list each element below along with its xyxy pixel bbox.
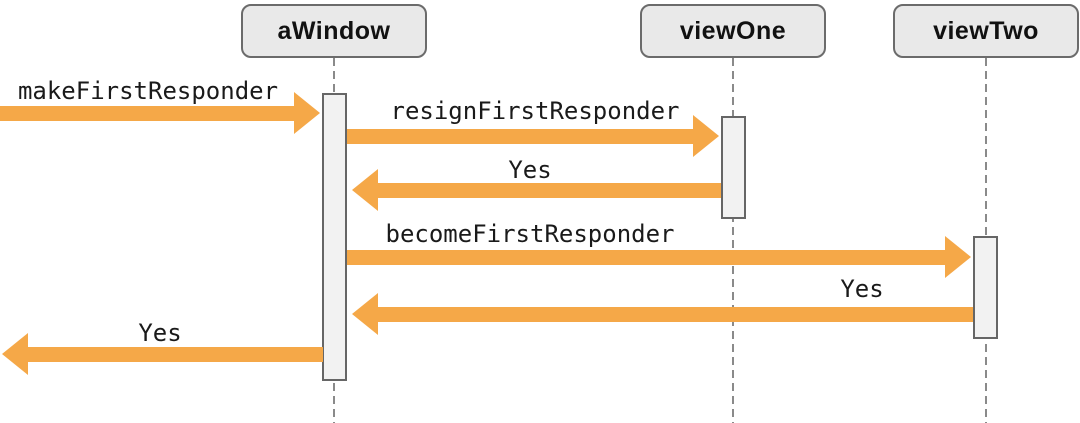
arrowhead-left-icon [2, 333, 28, 375]
message-label-yes-viewtwo: Yes [840, 275, 884, 303]
participant-label-viewone: viewOne [679, 16, 787, 45]
activation-bar-viewone [721, 116, 746, 219]
message-label-become-first-responder: becomeFirstResponder [385, 220, 675, 248]
arrow-shaft [28, 346, 323, 362]
arrow-shaft [378, 306, 973, 322]
participant-box-viewone: viewOne [640, 4, 826, 58]
lifeline-viewone [732, 58, 734, 423]
arrow-shaft [347, 249, 945, 265]
arrowhead-left-icon [352, 169, 378, 211]
arrow-yes-viewone-to-awindow [352, 169, 721, 211]
message-label-yes-awindow: Yes [138, 319, 182, 347]
message-label-make-first-responder: makeFirstResponder [17, 77, 279, 105]
arrowhead-right-icon [945, 236, 971, 278]
participant-box-viewtwo: viewTwo [893, 4, 1079, 58]
arrow-make-first-responder [0, 92, 320, 134]
arrowhead-right-icon [693, 115, 719, 157]
participant-box-awindow: aWindow [241, 4, 427, 58]
arrow-yes-awindow-to-external [2, 333, 323, 375]
arrow-shaft [378, 182, 721, 198]
arrow-shaft [0, 105, 294, 121]
arrowhead-right-icon [294, 92, 320, 134]
activation-bar-awindow [322, 93, 347, 381]
arrow-shaft [347, 128, 693, 144]
message-label-yes-viewone: Yes [508, 156, 552, 184]
arrow-become-first-responder [347, 236, 971, 278]
message-label-resign-first-responder: resignFirstResponder [390, 97, 680, 125]
arrow-resign-first-responder [347, 115, 719, 157]
arrowhead-left-icon [352, 293, 378, 335]
participant-label-awindow: aWindow [277, 16, 391, 45]
activation-bar-viewtwo [973, 236, 998, 339]
participant-label-viewtwo: viewTwo [933, 16, 1039, 45]
arrow-yes-viewtwo-to-awindow [352, 293, 973, 335]
